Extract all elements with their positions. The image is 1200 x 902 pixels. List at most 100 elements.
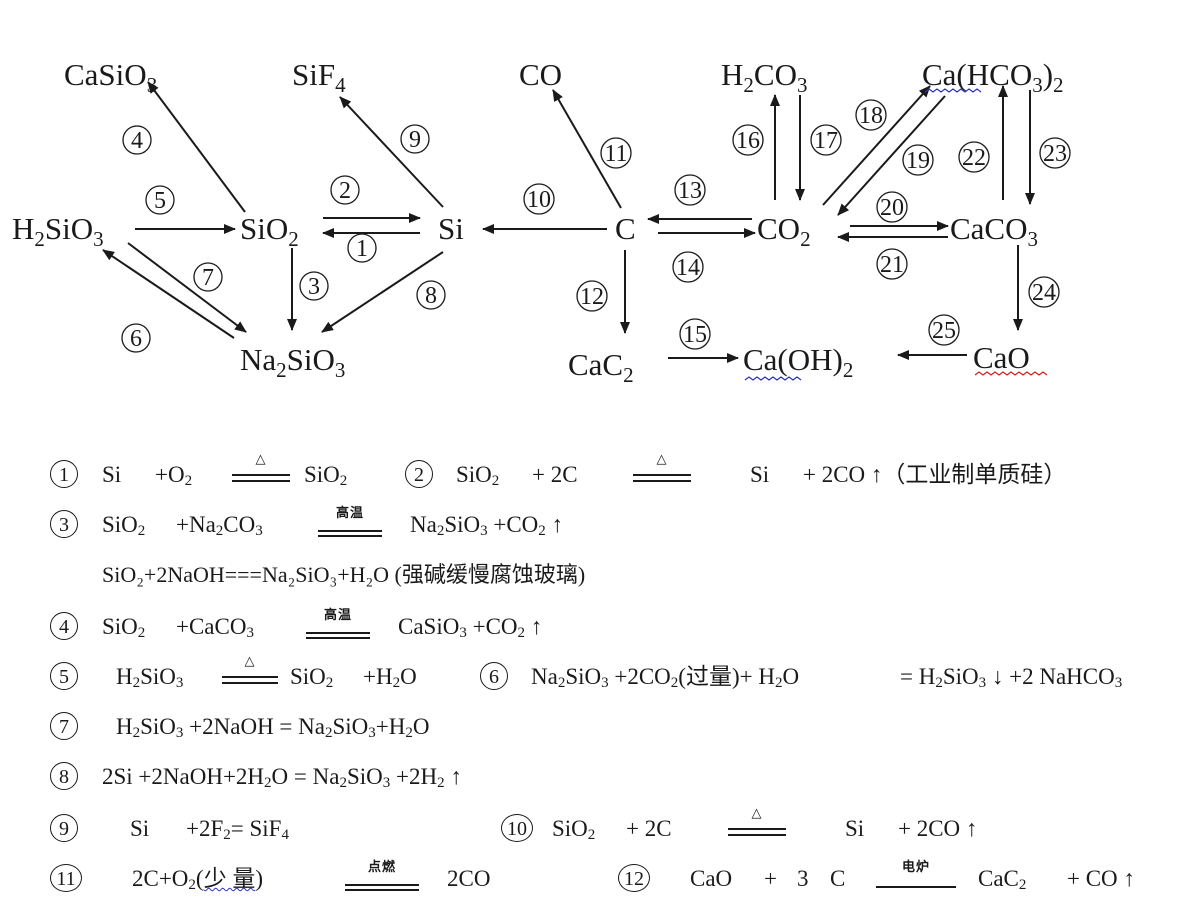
- equation-5-reactant: H2SiO3: [116, 664, 184, 691]
- equation-row-3: SiO₂+2NaOH===Na₂SiO₃+H₂O (强碱缓慢腐蚀玻璃): [0, 555, 1200, 595]
- wavy-underline-cahco32: [924, 88, 982, 93]
- equation-number-3: 3: [50, 510, 78, 538]
- compound-h2sio3: H2SiO3: [12, 211, 104, 251]
- compound-caoh2: Ca(OH)2: [743, 342, 853, 382]
- gas-arrow-icon: ↑: [965, 816, 978, 841]
- reaction-marker-25: 25: [928, 314, 960, 346]
- gas-arrow-icon: ↑: [1123, 866, 1135, 891]
- reaction-marker-13: 13: [674, 174, 706, 206]
- gas-arrow-icon: ↑: [450, 764, 462, 789]
- compound-c: C: [615, 211, 636, 246]
- reaction-marker-8: 8: [416, 280, 446, 310]
- equation-number-2: 2: [405, 460, 433, 488]
- reaction-marker-10: 10: [523, 183, 555, 215]
- reaction-marker-14: 14: [672, 251, 704, 283]
- svg-text:13: 13: [678, 178, 702, 204]
- svg-text:21: 21: [880, 252, 904, 278]
- equation-12-plus: +: [764, 866, 777, 891]
- svg-text:22: 22: [962, 145, 986, 171]
- equation-7: H2SiO3 +2NaOH = Na2SiO3+H2O: [116, 714, 430, 741]
- svg-text:9: 9: [409, 127, 421, 153]
- svg-text:19: 19: [906, 148, 930, 174]
- compound-cao: CaO: [973, 340, 1030, 375]
- equation-1-condition-heat: △: [232, 452, 290, 495]
- svg-text:6: 6: [130, 326, 142, 352]
- svg-text:17: 17: [814, 128, 838, 154]
- svg-text:5: 5: [154, 188, 166, 214]
- equation-row-4: 4 SiO2 +CaCO3 高温 CaSiO3 +CO2 ↑: [0, 607, 1200, 647]
- equation-2-reactant: SiO2: [456, 462, 500, 489]
- reaction-diagram: CaSiO3 SiF4 CO H2CO3 Ca(HCO3)2 H2SiO3 Si…: [12, 57, 1071, 387]
- reaction-number-markers: 1 2 3 4 5 6 7 8 9 10 11 12 13 14 15 16 1…: [121, 99, 1071, 353]
- reaction-marker-23: 23: [1039, 137, 1071, 169]
- equation-12-coef: 3: [797, 866, 809, 891]
- equation-12-reactant-2: C: [830, 866, 846, 891]
- equation-4-reactant: SiO2: [102, 614, 146, 641]
- equation-3-reactant-2: +Na2CO3: [176, 512, 263, 539]
- equation-2-condition-heat: △: [633, 452, 691, 495]
- equation-row-2: 3 SiO2 +Na2CO3 高温 Na2SiO3 +CO2 ↑: [0, 505, 1200, 545]
- svg-text:7: 7: [202, 265, 214, 291]
- equation-1-reactant: Si: [102, 462, 122, 487]
- reaction-marker-5: 5: [145, 185, 175, 215]
- reaction-marker-12: 12: [576, 280, 608, 312]
- equation-11-reactants: 2C+O2(少 量): [132, 866, 264, 893]
- reaction-marker-7: 7: [193, 262, 223, 292]
- equation-2-product: Si: [750, 462, 770, 487]
- equation-1-product: SiO2: [304, 462, 348, 489]
- equation-number-10: 10: [501, 814, 533, 842]
- equation-12-reactant: CaO: [690, 866, 733, 891]
- equation-10-product: Si: [845, 816, 865, 841]
- equation-row-8: 9 Si +2F2= SiF4 10 SiO2 + 2C △ Si + 2CO …: [0, 806, 1200, 849]
- reaction-marker-15: 15: [679, 318, 711, 350]
- precipitate-arrow-icon: ↓: [991, 664, 1004, 689]
- equation-4-condition-high-temp: 高温: [306, 607, 370, 647]
- arrow-9: [339, 96, 444, 208]
- compound-co2: CO2: [757, 211, 811, 251]
- arrow-4: [147, 81, 246, 213]
- equation-number-5: 5: [50, 662, 78, 690]
- arrow-7: [127, 242, 247, 333]
- reaction-marker-4: 4: [122, 125, 152, 155]
- svg-text:18: 18: [859, 103, 883, 129]
- reaction-arrows: [102, 81, 1035, 363]
- equation-number-4: 4: [50, 612, 78, 640]
- equation-6-products: = H2SiO3 ↓ +2 NaHCO3: [900, 664, 1123, 691]
- reaction-marker-18: 18: [855, 99, 887, 131]
- svg-text:8: 8: [425, 283, 437, 309]
- equation-row-5: 5 H2SiO3 △ SiO2 +H2O 6 Na2SiO3 +2CO2(过量)…: [0, 654, 1200, 697]
- arrow-18: [822, 85, 931, 206]
- equation-10-condition-heat: △: [728, 806, 786, 849]
- arrow-6: [102, 249, 235, 339]
- svg-text:25: 25: [932, 318, 956, 344]
- compound-cahco32: Ca(HCO3)2: [922, 57, 1064, 97]
- equation-number-1: 1: [50, 460, 78, 488]
- equation-9-rest: +2F2= SiF4: [186, 816, 289, 843]
- equation-3b: SiO₂+2NaOH===Na₂SiO₃+H₂O (强碱缓慢腐蚀玻璃): [102, 562, 586, 587]
- equation-number-6: 6: [480, 662, 508, 690]
- equation-3-product: Na2SiO3 +CO2 ↑: [410, 512, 564, 539]
- equation-8: 2Si +2NaOH+2H2O = Na2SiO3 +2H2 ↑: [102, 764, 462, 791]
- svg-text:20: 20: [880, 195, 904, 221]
- equation-12-product: CaC2: [978, 866, 1027, 893]
- equation-4-reactant-2: +CaCO3: [176, 614, 254, 641]
- compound-labels: CaSiO3 SiF4 CO H2CO3 Ca(HCO3)2 H2SiO3 Si…: [12, 57, 1064, 387]
- svg-text:16: 16: [736, 128, 760, 154]
- compound-sif4: SiF4: [292, 57, 346, 97]
- svg-text:11: 11: [604, 141, 627, 167]
- equation-number-12: 12: [618, 864, 650, 892]
- reaction-marker-24: 24: [1028, 276, 1060, 308]
- svg-text:2: 2: [339, 178, 351, 204]
- reaction-marker-6: 6: [121, 323, 151, 353]
- equation-9-reactant: Si: [130, 816, 150, 841]
- reaction-marker-9: 9: [400, 124, 430, 154]
- svg-text:24: 24: [1032, 280, 1056, 306]
- compound-h2co3: H2CO3: [721, 57, 807, 97]
- equation-3-reactant: SiO2: [102, 512, 146, 539]
- reaction-marker-21: 21: [876, 248, 908, 280]
- equation-6-reactants: Na2SiO3 +2CO2(过量)+ H2O: [531, 664, 800, 691]
- equation-5-product: SiO2: [290, 664, 334, 691]
- reaction-marker-3: 3: [299, 271, 329, 301]
- equation-number-9: 9: [50, 814, 78, 842]
- equation-12-product-2: + CO ↑: [1067, 866, 1135, 891]
